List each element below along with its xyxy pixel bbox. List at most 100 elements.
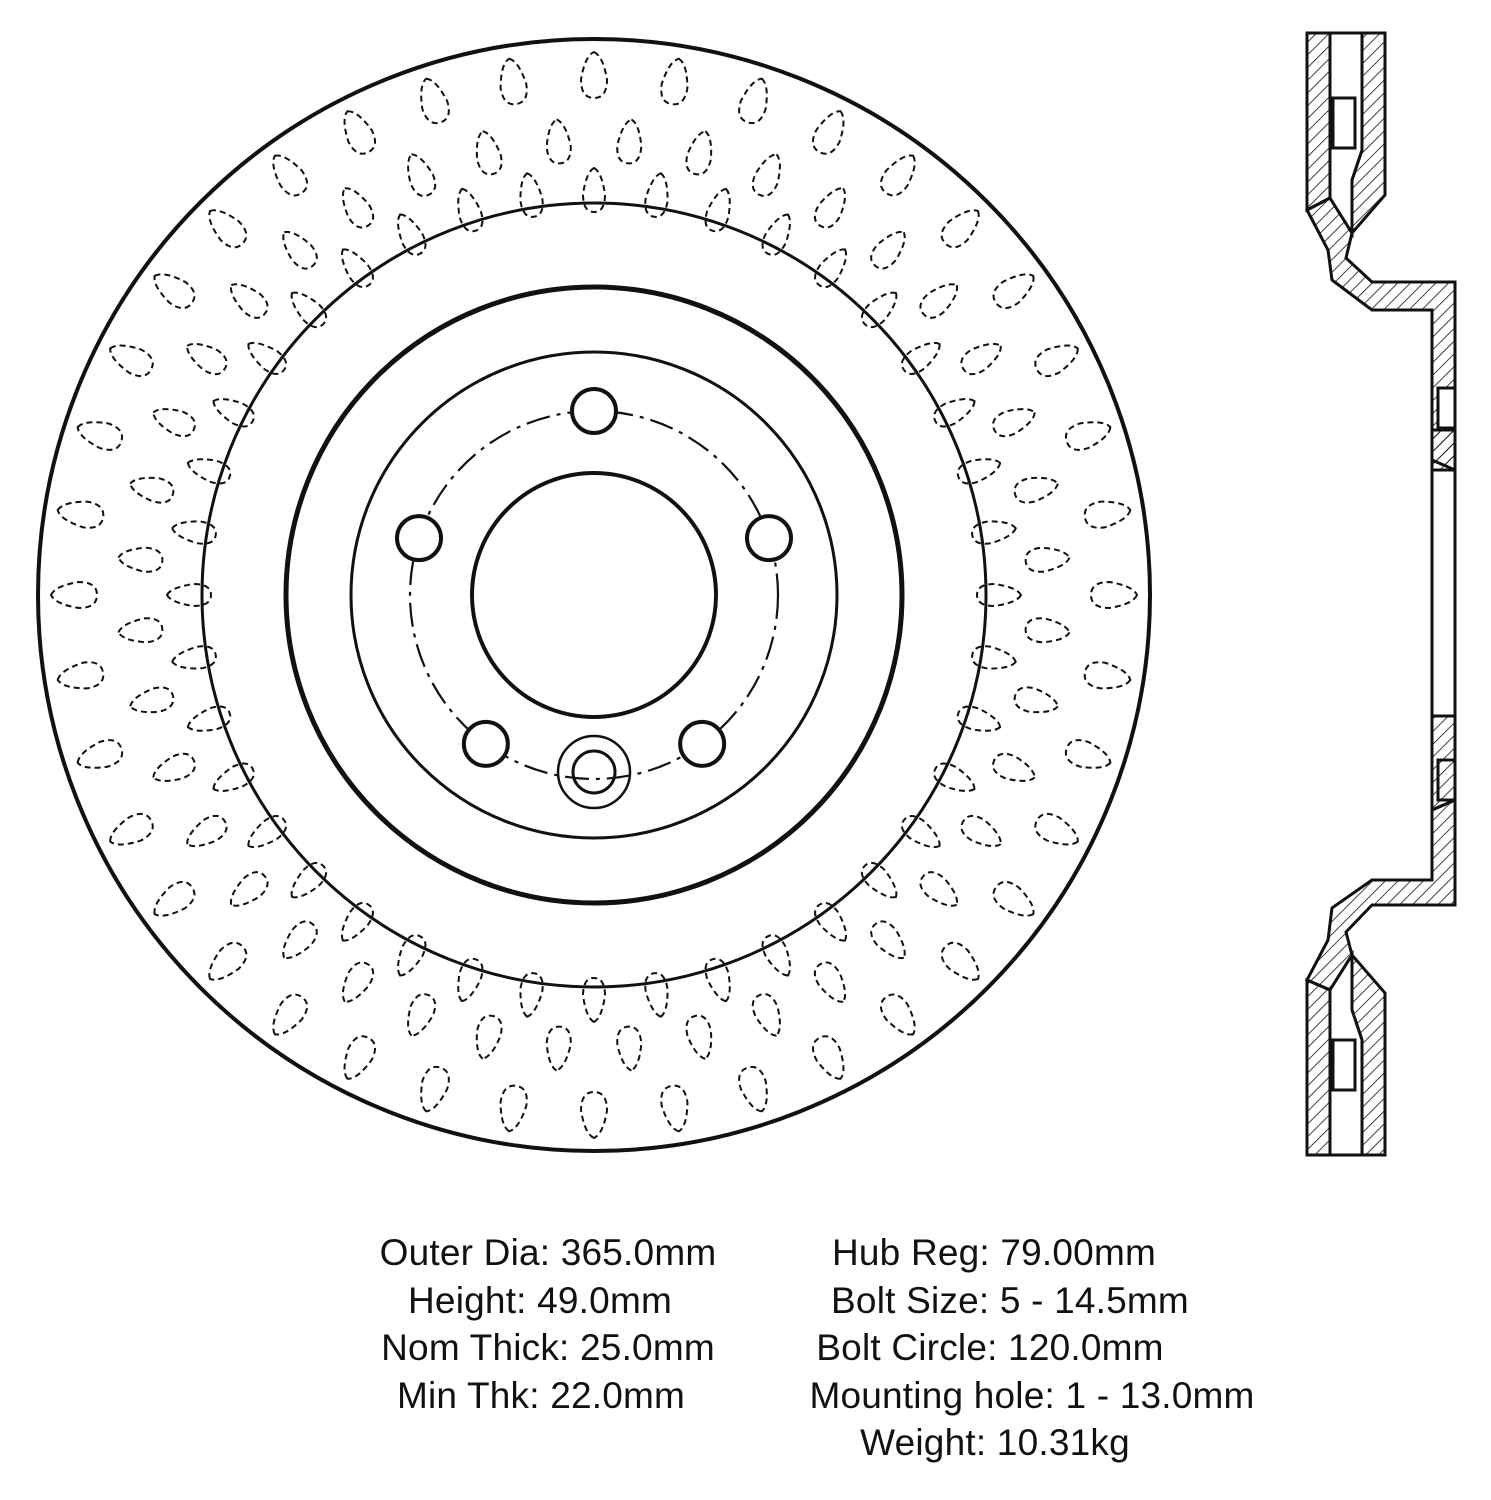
vent-slot-inner — [860, 861, 898, 899]
hat-outer-ring — [283, 284, 905, 906]
rotor-front-view — [36, 37, 1152, 1153]
lower-outer-plate — [1305, 977, 1332, 1157]
vent-slot-outer — [1064, 421, 1112, 451]
vent-slot-outer — [879, 993, 916, 1036]
vent-slot-outer — [208, 941, 248, 981]
vent-slot-inner — [397, 934, 427, 977]
vent-slot-outer — [499, 57, 528, 106]
vent-slot-outer — [208, 209, 248, 249]
vent-slot-inner — [704, 957, 731, 1003]
vent-slot-middle — [1024, 546, 1071, 573]
vent-slot-outer — [499, 1084, 528, 1133]
vent-slot-inner — [704, 187, 731, 233]
vent-slot-middle — [341, 961, 375, 1003]
vent-slot-middle — [129, 476, 175, 504]
vent-slot-inner — [212, 762, 255, 792]
vent-slot-middle — [282, 230, 318, 270]
bolt-hole — [678, 719, 727, 768]
mounting-hole-outer — [556, 734, 632, 810]
bolt-hole — [395, 514, 444, 563]
vent-slot-outer — [1064, 739, 1112, 769]
vent-slot-inner — [247, 341, 288, 375]
vent-slot-outer — [1034, 344, 1079, 378]
vent-slot-middle — [960, 342, 1002, 376]
hat-face-ring — [349, 350, 839, 840]
bolt-circle — [408, 409, 780, 781]
spec-bolt-circle: Bolt Circle: 120.0mm — [816, 1327, 1164, 1368]
spec-bolt-size: Bolt Size: 5 - 14.5mm — [831, 1280, 1189, 1321]
vent-slot-outer — [1089, 580, 1139, 610]
vent-slot-middle — [186, 814, 228, 848]
vent-slot-outer — [1083, 500, 1132, 529]
vent-slot-outer — [940, 209, 980, 249]
vent-slot-inner — [581, 976, 607, 1024]
vent-slot-inner — [186, 458, 232, 485]
vent-slot-outer — [1034, 812, 1079, 846]
vent-slot-inner — [956, 705, 1002, 732]
vent-slot-outer — [153, 273, 196, 310]
vent-slot-outer — [660, 57, 689, 106]
vent-slot-outer — [420, 77, 450, 125]
brake-rotor-drawing — [36, 31, 1457, 1157]
vent-slot-inner — [340, 901, 374, 942]
vent-slot-middle — [685, 130, 713, 176]
vent-slot-outer — [420, 1065, 450, 1113]
vent-slot-inner — [814, 901, 848, 942]
vent-slot-middle — [960, 814, 1002, 848]
upper-vane-block — [1331, 96, 1357, 150]
vent-slot-middle — [992, 408, 1036, 438]
mounting-hole — [571, 749, 617, 795]
vent-slot-inner — [457, 187, 484, 233]
vent-slot-middle — [1024, 617, 1071, 644]
bolt-holes — [395, 387, 793, 768]
vent-slot-outer — [343, 1035, 377, 1080]
vent-slot-inner — [933, 762, 976, 792]
spec-height: Height: 49.0mm — [408, 1280, 672, 1321]
vent-slot-middle — [129, 686, 175, 714]
vent-slot-inner — [212, 398, 255, 428]
vent-slot-outer — [76, 421, 124, 451]
spec-hub-reg: Hub Reg: 79.00mm — [831, 1232, 1157, 1273]
vent-slot-outer — [49, 580, 99, 610]
upper-outer-plate — [1305, 31, 1332, 213]
vent-slot-middle — [117, 617, 164, 644]
vent-slot-outer — [940, 941, 980, 981]
vent-slot-inner — [186, 705, 232, 732]
vent-slot-outer — [992, 880, 1035, 917]
vent-slot-inner — [814, 248, 848, 289]
vent-slot-inner — [165, 582, 213, 608]
vent-slot-middle — [475, 130, 503, 176]
rotor-cross-section — [1304, 31, 1457, 1157]
vent-slot-inner — [761, 213, 791, 256]
vent-slot-inner — [971, 645, 1017, 670]
vent-slot-inner — [457, 957, 484, 1003]
vent-slot-middle — [751, 153, 781, 197]
vent-slot-outer — [811, 110, 845, 155]
vent-slot-middle — [229, 871, 269, 907]
vent-slot-middle — [992, 752, 1036, 782]
bolt-hole — [461, 719, 510, 768]
vent-slot-middle — [616, 1025, 643, 1072]
vent-slot-inner — [956, 458, 1002, 485]
vent-slot-outer — [56, 500, 105, 529]
vent-slot-middle — [152, 752, 196, 782]
vent-slot-outer — [992, 273, 1035, 310]
bolt-hole — [744, 514, 793, 563]
vent-slot-middle — [751, 993, 781, 1037]
cooling-vent-pattern — [49, 50, 1139, 1140]
vent-slot-outer — [272, 154, 309, 197]
vent-slot-inner — [171, 645, 217, 670]
spec-mounting-hole: Mounting hole: 1 - 13.0mm — [809, 1375, 1255, 1416]
vent-slot-outer — [579, 50, 609, 100]
vent-slot-middle — [341, 187, 375, 229]
vent-slot-outer — [109, 812, 154, 846]
vent-slot-outer — [343, 110, 377, 155]
vent-slot-outer — [1083, 661, 1132, 690]
vent-slot-outer — [272, 993, 309, 1036]
vent-slot-inner — [581, 166, 607, 214]
spec-min-thk: Min Thk: 22.0mm — [396, 1375, 686, 1416]
spec-nom-thick: Nom Thick: 25.0mm — [381, 1327, 715, 1368]
vent-slot-middle — [229, 283, 269, 319]
lower-hat-wall — [1304, 797, 1457, 992]
vent-slot-outer — [738, 1065, 768, 1113]
